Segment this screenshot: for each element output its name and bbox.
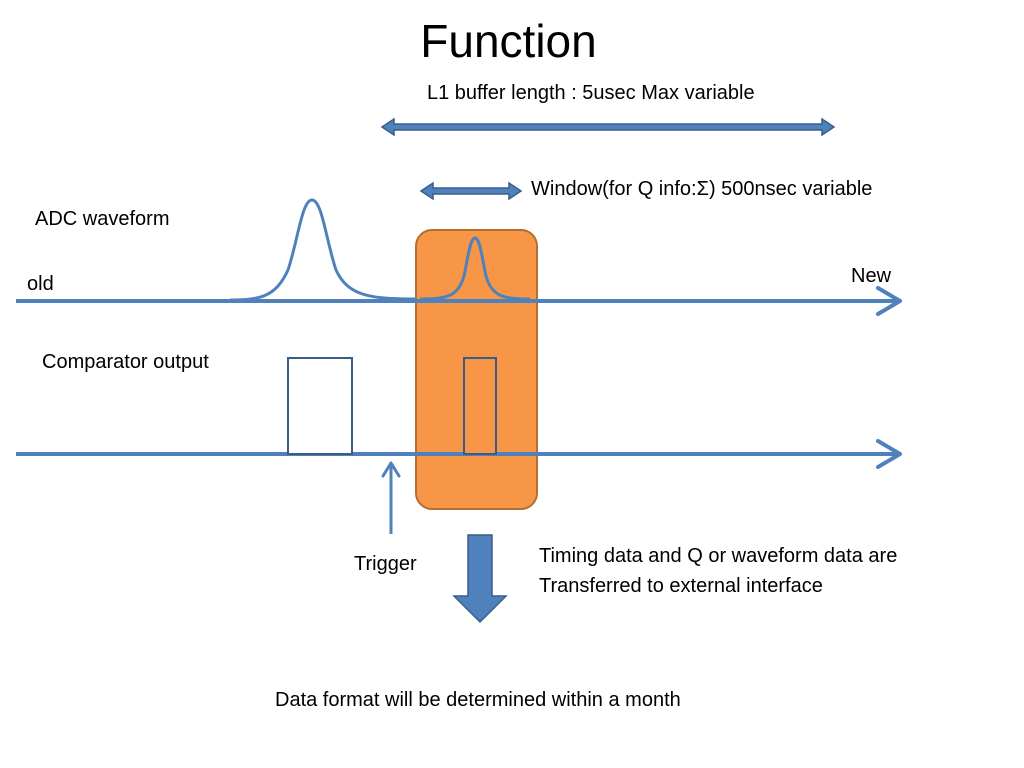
- adc-time-axis: [16, 286, 902, 316]
- comparator-pulse-2: [463, 357, 497, 455]
- trigger-label: Trigger: [354, 553, 417, 575]
- adc-waveform-label: ADC waveform: [35, 208, 170, 230]
- adc-pulse-1: [229, 198, 417, 302]
- adc-pulse-2: [419, 236, 531, 301]
- old-label: old: [27, 273, 54, 295]
- new-label: New: [851, 265, 892, 287]
- l1-buffer-label: L1 buffer length : 5usec Max variable: [427, 82, 755, 104]
- transfer-down-arrow: [452, 534, 508, 624]
- title-text: Function: [420, 15, 597, 67]
- page-title: Function: [0, 14, 1024, 69]
- comparator-output-label: Comparator output: [42, 351, 209, 373]
- window-label: Window(for Q info:Σ) 500nsec variable: [531, 178, 873, 200]
- window-double-arrow: [419, 181, 523, 201]
- transfer-text-line1: Timing data and Q or waveform data are: [539, 545, 898, 567]
- footer-note: Data format will be determined within a …: [275, 689, 681, 711]
- transfer-text-line2: Transferred to external interface: [539, 575, 823, 597]
- l1-buffer-double-arrow: [380, 117, 836, 137]
- comparator-pulse-1: [287, 357, 353, 455]
- comparator-time-axis: [16, 439, 902, 469]
- trigger-arrow: [381, 461, 401, 534]
